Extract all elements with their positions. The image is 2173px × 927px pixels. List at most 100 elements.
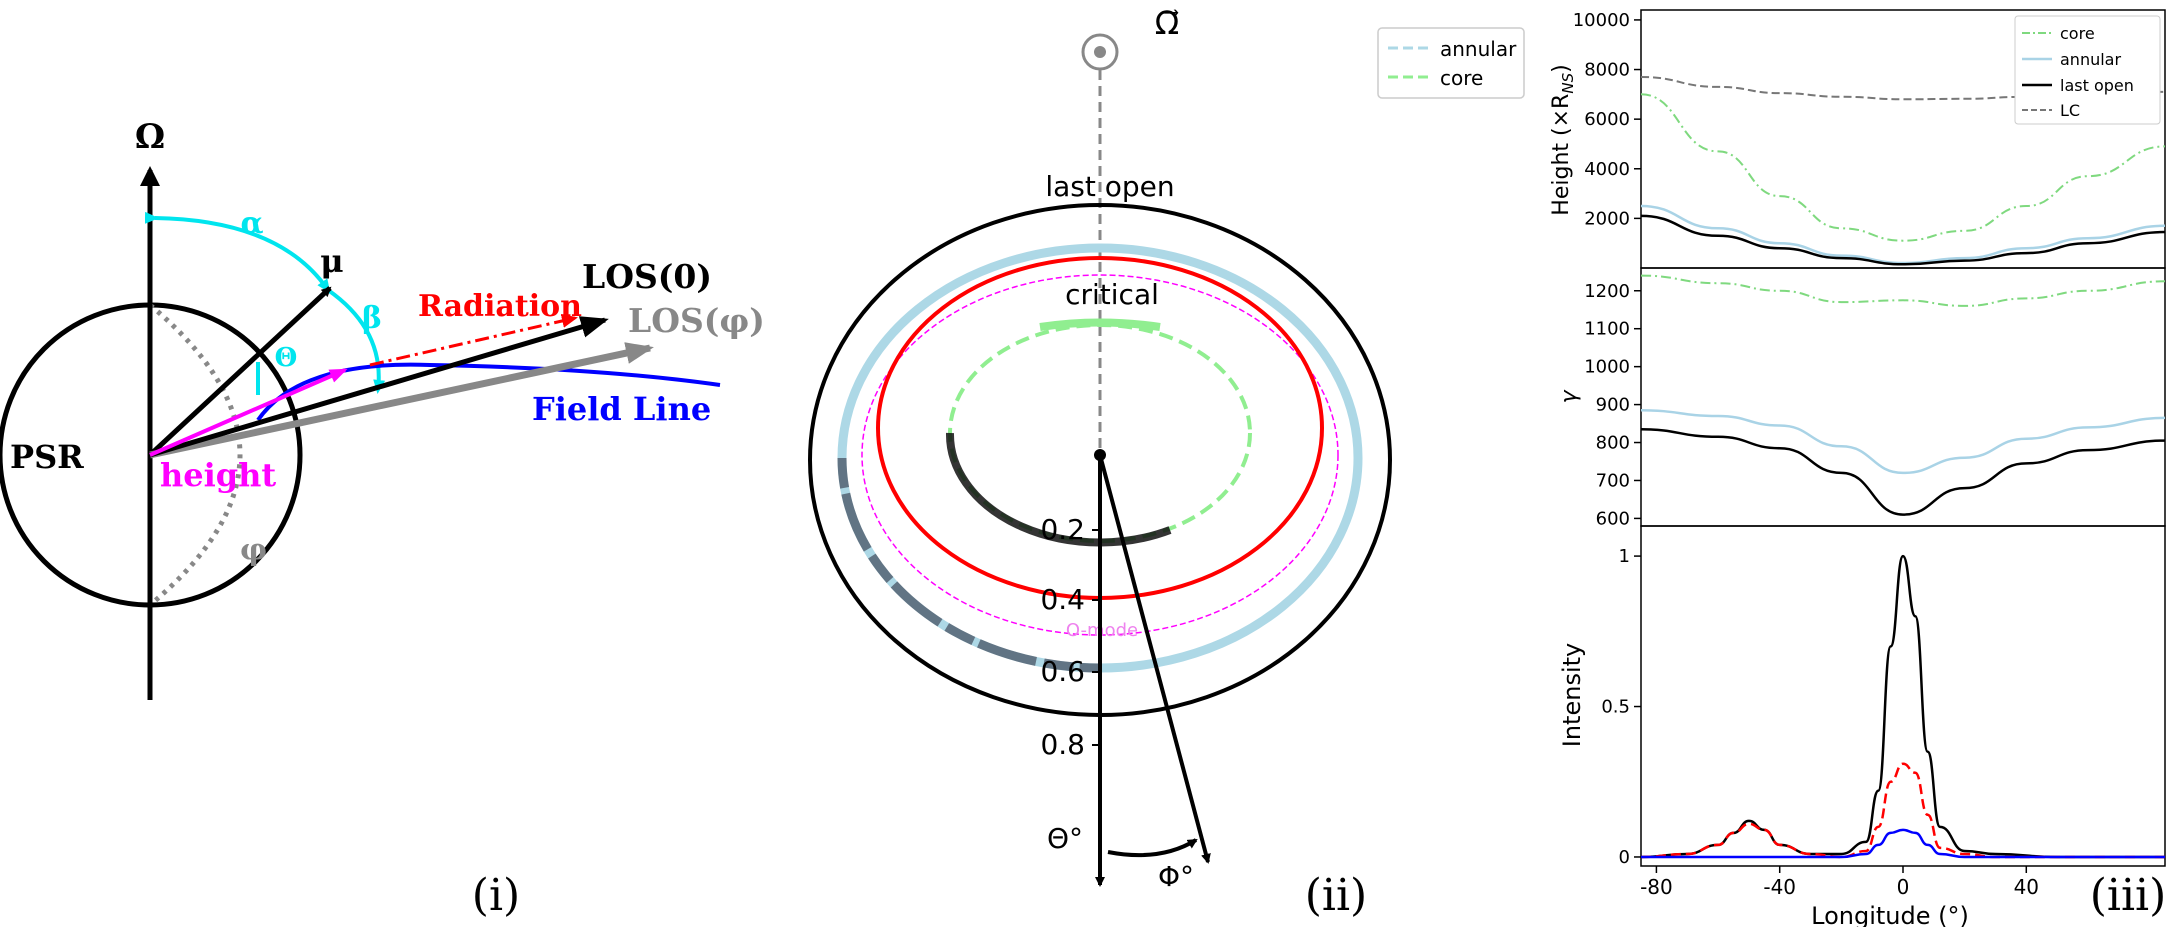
theta-label: Θ [275,343,298,373]
last-open-label: last open [1045,170,1174,203]
radiation-label: Radiation [418,289,582,324]
radial-tick-label: 0.8 [1040,728,1085,761]
psr-label: PSR [10,438,84,476]
gamma-series-line [1640,428,2166,516]
gamma-series-group [1640,274,2166,516]
phi-dotted-arc [148,303,243,607]
height-series-line [1640,76,2166,101]
phi-label: φ [240,533,267,568]
radial-tick-0-8: 0.8 [1040,728,1100,761]
legend-annular-label: annular [1440,37,1517,61]
intensity-frame [1640,525,2166,867]
intensity-xtick-group: -80 -40 0 40 [1640,866,2039,899]
gamma-frame [1640,267,2166,527]
radial-tick-label: 0.4 [1040,583,1085,616]
panel-i-label: (i) [472,870,520,921]
gamma-ytick-label: 1000 [1584,357,1630,378]
intensity-xlabel: Longitude (°) [1811,902,1969,927]
core-ring-dark [945,432,1172,547]
gamma-subplot: 600 700 800 900 1000 1100 1200 γ [1557,267,2166,529]
alpha-label: α [240,206,263,241]
height-ytick-label: 10000 [1573,10,1630,31]
intensity-xtick-label: 40 [2014,875,2039,899]
height-subplot: 2000 4000 6000 8000 10000 Height (×RNS) core… [1549,9,2166,269]
radial-tick-0-2: 0.2 [1040,513,1100,546]
radial-tick-0-4: 0.4 [1040,583,1100,616]
panel-ii-label: (ii) [1305,870,1367,921]
panel-iii-label: (iii) [2090,870,2167,921]
beta-label: β [362,301,382,336]
intensity-xtick-label: 0 [1897,875,1910,899]
gamma-ylabel: γ [1557,390,1582,404]
radial-tick-label: 0.2 [1040,513,1085,546]
gamma-ytick-label: 800 [1596,433,1630,454]
radiation-arrow [369,314,578,367]
intensity-ytick-group: 00.51 [1601,546,1641,868]
theta-axis-label: Θ° [1047,822,1083,855]
radial-tick-0-6: 0.6 [1040,655,1100,688]
omega-label: Ω [135,117,165,157]
height-series-line [1640,93,2166,242]
intensity-series-line [1640,762,2165,859]
height-ytick-group: 2000 4000 6000 8000 10000 [1573,10,1641,229]
gamma-ytick-label: 700 [1596,470,1630,491]
critical-label: critical [1065,278,1159,311]
phi-arc [1107,838,1198,858]
radial-tick-label: 0.6 [1040,655,1085,688]
beta-arc [326,288,386,394]
mu-label: μ [320,242,343,280]
alpha-arc [144,211,331,294]
gamma-ytick-group: 600 700 800 900 1000 1100 1200 [1584,281,1641,529]
gamma-ytick-label: 1100 [1584,319,1630,340]
height-ytick-label: 8000 [1584,60,1630,81]
legend-core-label: core [1440,66,1483,90]
intensity-series-line [1640,554,2165,859]
legend-lc: LC [2060,101,2080,120]
intensity-ytick-label: 0 [1619,847,1630,868]
panel-ii: Ω⃗ last open critical O-mode 0.2 0.4 0.6 [808,4,1525,921]
gamma-ytick-label: 1200 [1584,281,1630,302]
intensity-series-group [1640,554,2165,859]
height-ytick-label: 6000 [1584,109,1630,130]
panel-ii-legend: annular core [1377,27,1525,99]
intensity-ytick-label: 1 [1619,546,1630,567]
los0-label: LOS(0) [582,257,712,296]
phi-line [1098,454,1211,864]
height-series-line [1640,214,2166,266]
gamma-series-line [1640,274,2166,307]
panel-i: Ω α μ β Θ Radiation LOS(0) LOS(φ) Field … [0,117,765,921]
intensity-ytick-label: 0.5 [1601,697,1630,718]
annular-ring-dark [837,457,1101,673]
gamma-ytick-label: 600 [1596,508,1630,529]
height-label: height [160,456,276,494]
phi-axis-label: Φ° [1158,860,1194,893]
intensity-series-line [1640,828,2165,859]
legend-last-open: last open [2060,76,2134,95]
los-phi-arrow [149,342,654,459]
los-0-arrow [149,316,609,458]
height-ytick-label: 4000 [1584,159,1630,180]
height-ylabel: Height (×RNS) [1549,64,1577,215]
gamma-ytick-label: 900 [1596,395,1630,416]
magnetic-axis-mu [148,286,332,457]
core-ring-top [1039,318,1161,331]
legend-annular: annular [2060,50,2121,69]
intensity-ylabel: Intensity [1558,643,1586,747]
omega-target-dot [1094,46,1106,58]
omega-target-outer [1081,33,1119,71]
height-arrow [149,368,348,457]
gamma-series-line [1640,409,2166,475]
height-ytick-label: 2000 [1584,208,1630,229]
intensity-xtick-label: -40 [1763,875,1796,899]
height-series-group [1640,76,2166,266]
height-series-line [1640,204,2166,265]
losphi-label: LOS(φ) [628,301,765,340]
height-legend: core annular last open LC [2014,15,2161,125]
intensity-xtick-label: -80 [1640,875,1673,899]
omega-vector-label: Ω⃗ [1155,4,1179,42]
legend-core: core [2060,24,2095,43]
fieldline-label: Field Line [532,390,711,428]
